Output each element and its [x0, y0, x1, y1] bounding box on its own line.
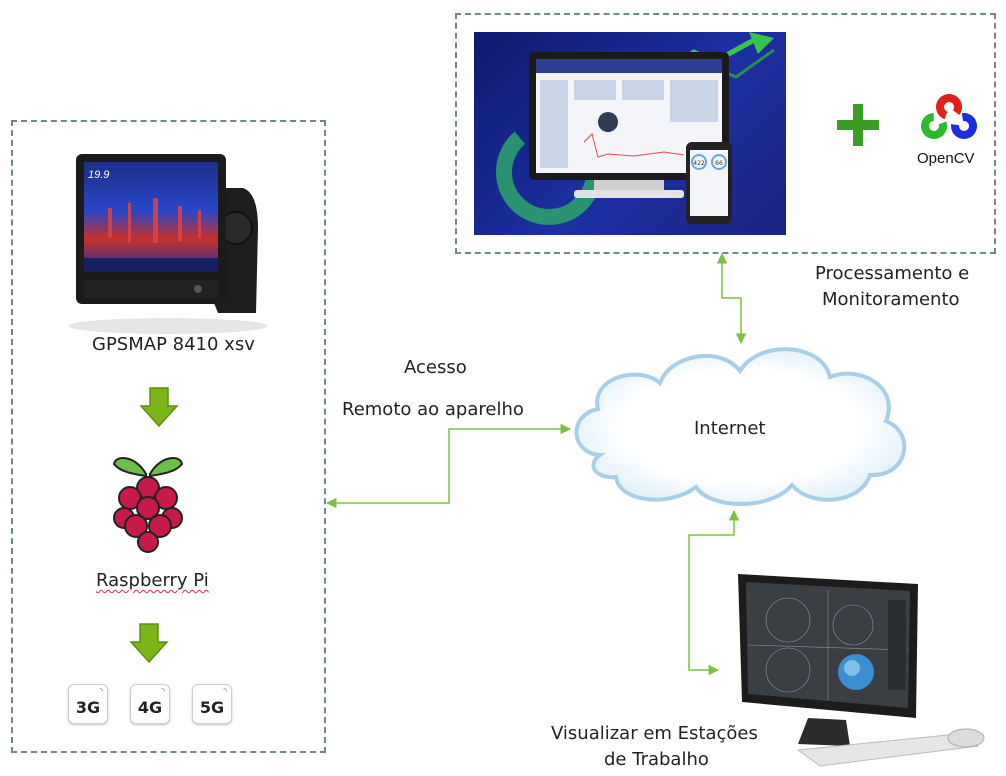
dashboard-gauge-2: 66	[715, 160, 723, 167]
workstation-label-line1: Visualizar em Estações	[551, 723, 758, 744]
signal-waves-icon: ◝	[99, 687, 104, 697]
gps-label: GPSMAP 8410 xsv	[92, 334, 255, 355]
gps-device-image: 19.9	[68, 154, 268, 334]
remote-access-label-line1: Acesso	[404, 357, 467, 378]
device-group-box	[11, 120, 326, 753]
workstation-label-line2: de Trabalho	[604, 749, 709, 770]
dashboard-art: 422 66	[496, 32, 775, 225]
dashboard-gauge-1: 422	[693, 160, 705, 167]
signal-waves-icon: ◝	[223, 687, 228, 697]
processing-connector	[716, 252, 747, 345]
processing-label-line2: Monitoramento	[822, 289, 960, 310]
raspberry-pi-label-text: Raspberry Pi	[96, 570, 209, 591]
internet-label: Internet	[694, 418, 766, 439]
processing-label-line1: Processamento e	[815, 263, 970, 284]
badge-3g-label: 3G	[75, 698, 101, 717]
remote-access-label-line2: Remoto ao aparelho	[342, 399, 524, 420]
workstation-computer-image	[738, 574, 985, 767]
internet-cloud-icon	[574, 347, 907, 506]
gps-screen-readout: 19.9	[88, 169, 109, 181]
opencv-logo-icon	[921, 94, 977, 139]
gps-label-model: GPSMAP 8410 xsv	[92, 334, 255, 355]
down-arrow-1	[139, 387, 179, 428]
signal-waves-icon: ◝	[161, 687, 166, 697]
badge-3g-icon: ◝ 3G	[68, 684, 108, 724]
raspberry-pi-logo-icon	[112, 457, 184, 553]
workstation-connector	[688, 509, 740, 676]
opencv-label: OpenCV	[917, 150, 975, 167]
down-arrow-2	[129, 623, 169, 664]
dashboard-screenshot: 422 66	[474, 32, 786, 235]
badge-4g-icon: ◝ 4G	[130, 684, 170, 724]
badge-5g-label: 5G	[199, 698, 225, 717]
remote-access-connector	[325, 423, 572, 509]
badge-5g-icon: ◝ 5G	[192, 684, 232, 724]
badge-4g-label: 4G	[137, 698, 163, 717]
plus-icon	[837, 104, 879, 146]
raspberry-pi-label: Raspberry Pi	[96, 570, 209, 591]
